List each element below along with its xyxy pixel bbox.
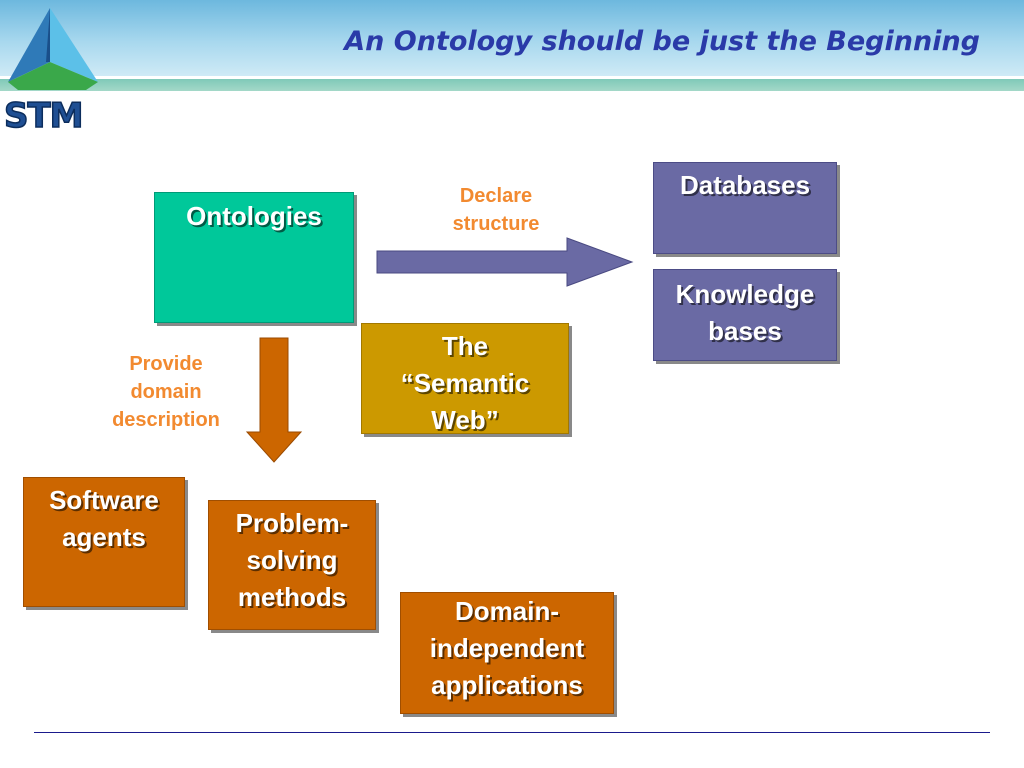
logo-text: STM xyxy=(3,95,84,137)
node-label-line: agents xyxy=(62,522,146,552)
node-label-line: Problem- xyxy=(235,508,349,538)
edge-label-declare-structure: Declare structure xyxy=(440,182,552,238)
node-label-line: solving xyxy=(246,545,338,575)
node-label-line: Domain- xyxy=(455,596,559,626)
right-arrow xyxy=(376,237,634,287)
edge-label-line: Provide xyxy=(129,353,203,375)
node-label-line: “Semantic xyxy=(400,368,530,398)
down-arrow xyxy=(245,337,303,463)
node-label-line: methods xyxy=(237,582,347,612)
node-label: Ontologies xyxy=(186,201,322,231)
node-label-line: Knowledge xyxy=(675,279,815,309)
node-label-line: Software xyxy=(49,485,159,515)
edge-label-line: Declare xyxy=(459,185,533,207)
stm-pyramid-logo-icon xyxy=(8,8,98,90)
node-label-line: applications xyxy=(431,670,583,700)
node-semantic-web: The “Semantic Web” xyxy=(361,323,569,435)
node-label: Databases xyxy=(679,170,811,200)
node-label-line: Web” xyxy=(431,405,499,435)
edge-label-line: description xyxy=(112,409,220,431)
node-label-line: The xyxy=(441,331,489,361)
node-ontologies: Ontologies xyxy=(154,192,354,323)
header-divider xyxy=(0,76,1024,79)
edge-label-provide-domain-description: Provide domain description xyxy=(100,350,232,434)
footer-divider xyxy=(34,732,990,733)
node-problem-solving-methods: Problem- solving methods xyxy=(208,500,376,630)
edge-label-line: domain xyxy=(130,381,202,403)
node-domain-independent-applications: Domain- independent applications xyxy=(400,592,614,714)
slide-title: An Ontology should be just the Beginning xyxy=(344,26,980,57)
node-software-agents: Software agents xyxy=(23,477,185,607)
node-databases: Databases xyxy=(653,162,837,254)
header-accent-stripe xyxy=(0,79,1024,91)
stm-logo: STM xyxy=(0,0,112,137)
edge-label-line: structure xyxy=(452,213,540,235)
node-label-line: independent xyxy=(429,633,585,663)
node-label-line: bases xyxy=(708,316,782,346)
node-knowledge-bases: Knowledge bases xyxy=(653,269,837,361)
header-band xyxy=(0,0,1024,76)
